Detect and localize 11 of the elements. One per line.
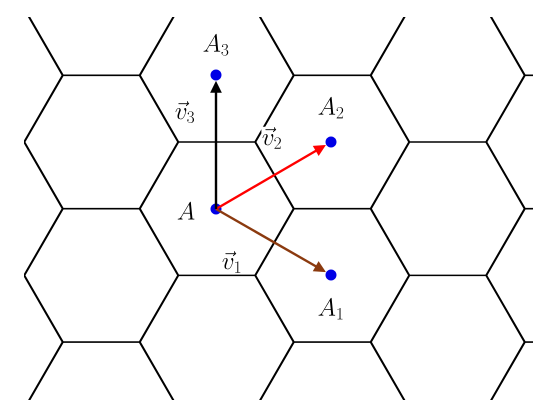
lattice-point [210,204,222,214]
point-label: $A_1$ [318,298,343,320]
vector-label: $\vec{v}_2$ [261,126,283,150]
lattice-point [210,70,222,80]
lattice-point [326,136,336,148]
point-label: $A_2$ [318,96,344,118]
vector-label: $\vec{v}_3$ [174,100,196,124]
lattice-point [326,270,336,280]
point-label: $A$ [178,202,194,220]
vector-label: $\vec{v}_1$ [221,250,243,274]
point-label: $A_3$ [204,34,228,56]
